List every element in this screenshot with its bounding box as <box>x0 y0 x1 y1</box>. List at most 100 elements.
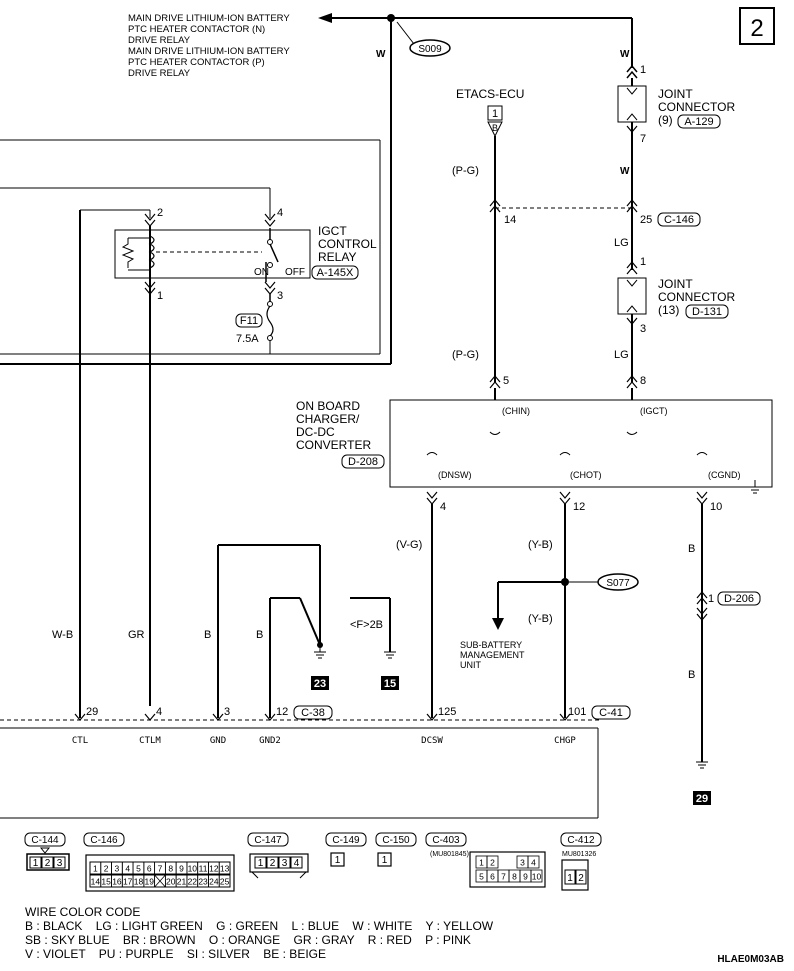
jc13-pin-3: 3 <box>640 323 646 335</box>
wire-color-f2b: <F>2B <box>350 619 383 631</box>
etacs-conn-num: 1 <box>492 108 498 120</box>
charger-igct: (IGCT) <box>640 406 668 416</box>
c146-pin-11: 11 <box>199 864 208 874</box>
c146-face-code: C-146 <box>90 835 118 846</box>
c146-code-box <box>657 212 701 227</box>
c146-pin-12: 12 <box>209 864 219 874</box>
c147-code: C-147 <box>254 835 282 846</box>
fuse-label: F11 <box>240 315 258 327</box>
c144-pin-3: 3 <box>57 858 63 869</box>
c403-pin-1: 1 <box>479 858 484 868</box>
bottom-connector: 29 4 3 12 C-38 125 101 C-41 CTL CTLM GND… <box>0 705 631 819</box>
jc13-code-box <box>685 304 729 319</box>
wire-color-b-1: B <box>204 629 211 641</box>
wire-color-w-right: W <box>620 49 630 60</box>
c412-part: MU801326 <box>562 851 596 858</box>
wire-color-lg-2: LG <box>614 349 629 361</box>
legend-line-1: B : BLACK LG : LIGHT GREEN G : GREEN L :… <box>25 919 494 933</box>
c403-pin-4: 4 <box>531 858 536 868</box>
jc13-pin-1: 1 <box>640 256 646 268</box>
c150-code: C-150 <box>382 835 410 846</box>
c146-pin-14: 14 <box>91 877 101 887</box>
c38-code: C-38 <box>301 707 325 719</box>
c150-pin-1: 1 <box>382 855 388 866</box>
relay-code: A-145X <box>317 267 354 279</box>
charger-pin-10: 10 <box>710 501 722 513</box>
c147-pin-3: 3 <box>282 858 288 869</box>
top-label-4: MAIN DRIVE LITHIUM-ION BATTERY <box>128 46 290 57</box>
c146-pin-14: 14 <box>504 214 516 226</box>
c403-pin-8: 8 <box>512 872 517 882</box>
sub-battery-1: SUB-BATTERY <box>460 640 522 650</box>
jc9-pin-7: 7 <box>640 133 646 145</box>
wire-color-lg-1: LG <box>614 237 629 249</box>
charger-pin-5: 5 <box>503 375 509 387</box>
c146-pin-6: 6 <box>147 864 152 874</box>
on-board-charger: (CHIN) (IGCT) ON BOARD CHARGER/ DC-DC CO… <box>296 388 773 494</box>
relay-on: ON <box>254 267 269 278</box>
c146-pin-23: 23 <box>198 877 208 887</box>
charger-line-4: CONVERTER <box>296 438 371 452</box>
top-label-2: PTC HEATER CONTACTOR (N) <box>128 24 265 35</box>
legend-line-2: SB : SKY BLUE BR : BROWN O : ORANGE GR :… <box>25 933 471 947</box>
top-labels: MAIN DRIVE LITHIUM-ION BATTERY PTC HEATE… <box>128 13 290 79</box>
c38-code-box <box>293 705 333 720</box>
splice-s009-badge <box>409 39 451 57</box>
relay-pin-3: 3 <box>277 290 283 302</box>
c144-code: C-144 <box>31 835 59 846</box>
c146-pin-9: 9 <box>179 864 184 874</box>
ground-23: 23 <box>314 678 326 690</box>
wire-color-gr: GR <box>128 629 145 641</box>
legend-title: WIRE COLOR CODE <box>25 905 140 919</box>
relay-pin-4: 4 <box>277 207 283 219</box>
c147-pin-1: 1 <box>258 858 264 869</box>
jc9-line-1: JOINT <box>658 87 693 101</box>
wire-color-b-right-2: B <box>688 669 695 681</box>
wire-color-yb-2: (Y-B) <box>528 613 553 625</box>
jc9-line-2: CONNECTOR <box>658 100 735 114</box>
relay-pin-2: 2 <box>157 207 163 219</box>
jc9-code-box <box>677 114 721 129</box>
c146-pin-7: 7 <box>158 864 163 874</box>
ground-23-box <box>311 676 329 690</box>
c41-code-box <box>591 705 631 720</box>
d206-code-box <box>717 591 761 606</box>
c403-pin-4-cell <box>527 855 540 869</box>
c146-pin-8: 8 <box>168 864 173 874</box>
charger-chin: (CHIN) <box>502 406 530 416</box>
wire-color-legend: WIRE COLOR CODE B : BLACK LG : LIGHT GRE… <box>25 905 494 961</box>
top-label-5: PTC HEATER CONTACTOR (P) <box>128 57 265 68</box>
wire-color-pg-1: (P-G) <box>452 165 479 177</box>
jc13-line-3: (13) <box>658 303 679 317</box>
top-label-1: MAIN DRIVE LITHIUM-ION BATTERY <box>128 13 290 24</box>
ground-15-box <box>381 676 399 690</box>
ground-29: 29 <box>696 793 708 805</box>
charger-code-box <box>341 454 385 469</box>
c146-pin-25-cell <box>218 874 231 888</box>
jc9-code: A-129 <box>684 116 713 128</box>
igct-control-relay: ON OFF 2 4 1 3 IGCT CONTROL RELAY A-145X <box>114 207 377 706</box>
figure-code: HLAE0M03AB <box>717 954 784 965</box>
etacs-name: ETACS-ECU <box>456 87 524 101</box>
c146-pin-15: 15 <box>101 877 111 887</box>
c144-pin-1: 1 <box>33 858 39 869</box>
charger-dnsw: (DNSW) <box>438 470 472 480</box>
left-wires: W-B GR B B 23 <F>2B 15 <box>52 544 399 718</box>
charger-code: D-208 <box>348 456 378 468</box>
charger-pin-4: 4 <box>440 501 446 513</box>
charger-cgnd: (CGND) <box>708 470 741 480</box>
ground-15: 15 <box>384 678 396 690</box>
d206-code: D-206 <box>724 593 754 605</box>
c146-pin-19: 19 <box>144 877 154 887</box>
c149-code: C-149 <box>332 835 360 846</box>
etacs-conn-box <box>487 105 503 121</box>
sub-battery-3: UNIT <box>460 660 481 670</box>
fuse-f11: F11 7.5A <box>235 294 274 354</box>
c403-part: (MU801845) <box>430 851 469 858</box>
c149-pin-1: 1 <box>335 855 341 866</box>
c146-pin-24: 24 <box>209 877 219 887</box>
